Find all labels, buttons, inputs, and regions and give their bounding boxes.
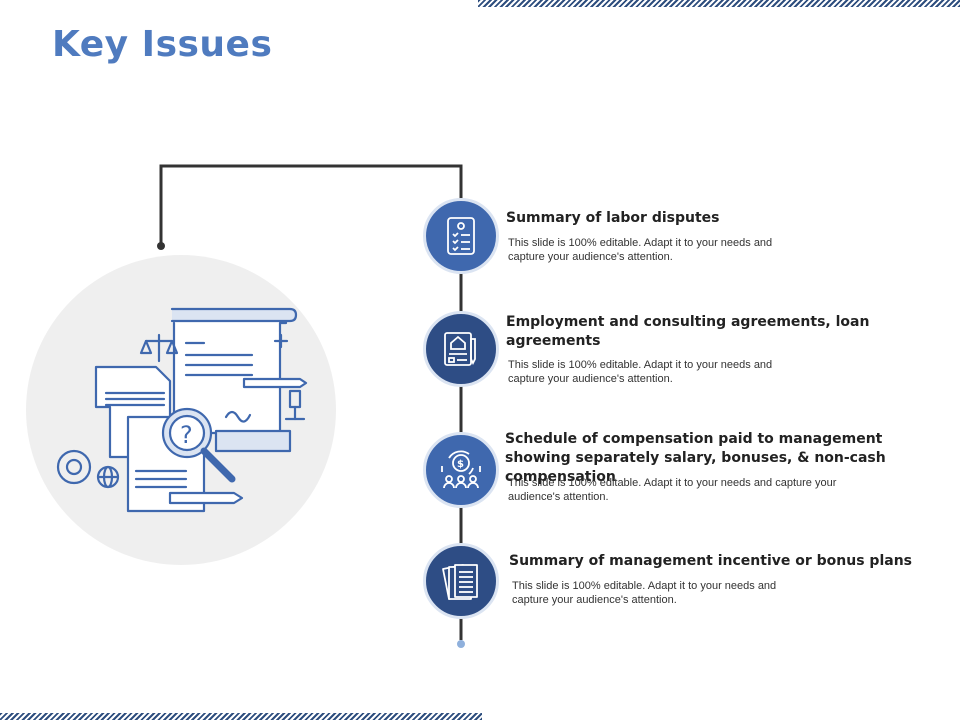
dollar-people-icon: $	[441, 450, 481, 489]
checklist-icon	[447, 217, 475, 255]
item-title-compensation-schedule: Schedule of compensation paid to managem…	[505, 431, 886, 485]
item-title-labor-disputes: Summary of labor disputes	[506, 210, 720, 226]
compensation-badge: $	[423, 432, 499, 508]
contract-badge	[423, 311, 499, 387]
item-title-employment-agreements: Employment and consulting agreements, lo…	[506, 314, 870, 349]
item-description: This slide is 100% editable. Adapt it to…	[508, 359, 773, 385]
svg-text:?: ?	[180, 421, 193, 449]
item-description: This slide is 100% editable. Adapt it to…	[512, 580, 777, 606]
stacked-documents-icon	[442, 564, 478, 600]
item-title-bonus-plans: Summary of management incentive or bonus…	[509, 553, 912, 569]
item-description: This slide is 100% editable. Adapt it to…	[508, 237, 773, 263]
item-description: This slide is 100% editable. Adapt it to…	[508, 477, 837, 503]
bonus-plans-badge	[423, 543, 499, 619]
slide-title: Key Issues	[52, 24, 273, 65]
svg-text:$: $	[457, 459, 464, 470]
bottom-decorative-stripe	[0, 713, 482, 720]
top-decorative-stripe	[478, 0, 960, 7]
legal-documents-illustration: ?	[56, 307, 308, 513]
checklist-badge	[423, 198, 499, 274]
contract-document-icon	[444, 332, 476, 366]
